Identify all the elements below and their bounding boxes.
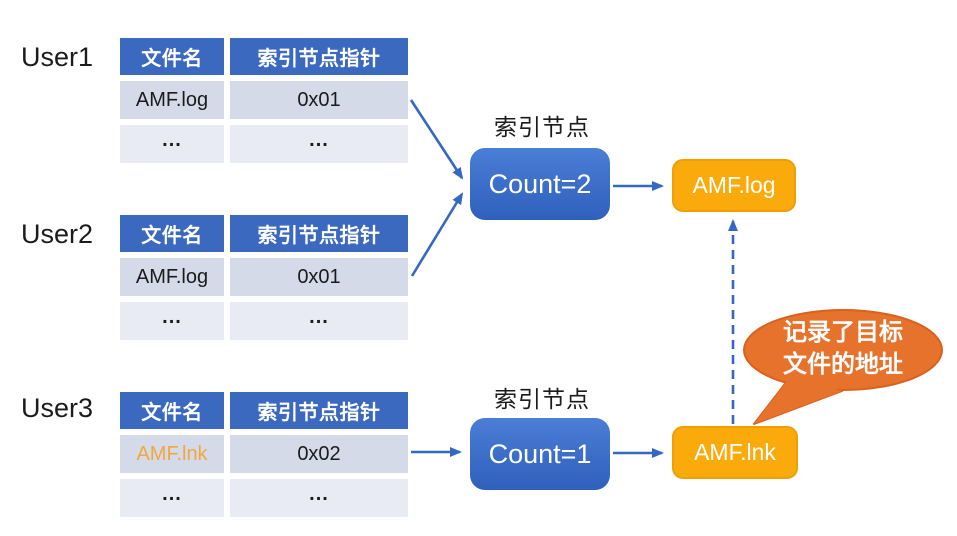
arrow-user2-to-inode1 (410, 192, 464, 277)
ellipsis-text: ... (309, 482, 329, 505)
ellipsis-text: ... (162, 482, 182, 505)
user1-header-inode-pointer: 索引节点指针 (230, 38, 408, 75)
ellipsis-text: ... (162, 305, 182, 328)
user1-cell-filename: AMF.log (120, 81, 224, 119)
callout-line1: 记录了目标 (783, 319, 903, 346)
inode2-caption: 索引节点 (494, 386, 590, 412)
ellipsis-text: ... (309, 128, 329, 151)
inode2-count-box: Count=1 (470, 418, 610, 490)
user1-file-table: 文件名 索引节点指针 AMF.log 0x01 ... ... (120, 38, 408, 163)
user3-cell-ellipsis: ... (120, 479, 224, 517)
user2-cell-ellipsis: ... (230, 302, 408, 340)
user3-cell-ellipsis: ... (230, 479, 408, 517)
user1-label: User1 (21, 42, 94, 72)
user3-label: User3 (21, 393, 94, 423)
user3-file-table: 文件名 索引节点指针 AMF.lnk 0x02 ... ... (120, 392, 408, 517)
user1-cell-ellipsis: ... (120, 125, 224, 163)
amf-log-file-box: AMF.log (672, 159, 796, 212)
inode1-count-box: Count=2 (470, 148, 610, 220)
callout-line2: 文件的地址 (783, 351, 903, 378)
ellipsis-text: ... (162, 128, 182, 151)
user2-label: User2 (21, 219, 94, 249)
callout-text: 记录了目标 文件的地址 (753, 317, 933, 381)
user1-cell-ellipsis: ... (230, 125, 408, 163)
amf-lnk-file-box: AMF.lnk (672, 426, 798, 479)
user1-cell-inode-pointer: 0x01 (230, 81, 408, 119)
callout-ellipse (743, 309, 943, 391)
user2-header-filename: 文件名 (120, 215, 224, 252)
user2-cell-ellipsis: ... (120, 302, 224, 340)
arrow-user1-to-inode1 (409, 99, 464, 180)
callout-bubble-shape (743, 309, 943, 425)
user2-cell-filename: AMF.log (120, 258, 224, 296)
user2-header-inode-pointer: 索引节点指针 (230, 215, 408, 252)
user3-cell-filename-lnk: AMF.lnk (120, 435, 224, 473)
user3-cell-inode-pointer: 0x02 (230, 435, 408, 473)
user1-header-filename: 文件名 (120, 38, 224, 75)
user2-file-table: 文件名 索引节点指针 AMF.log 0x01 ... ... (120, 215, 408, 340)
user2-cell-inode-pointer: 0x01 (230, 258, 408, 296)
inode1-caption: 索引节点 (494, 114, 590, 140)
user3-header-inode-pointer: 索引节点指针 (230, 392, 408, 429)
ellipsis-text: ... (309, 305, 329, 328)
user3-header-filename: 文件名 (120, 392, 224, 429)
callout-tail-join (754, 376, 842, 424)
